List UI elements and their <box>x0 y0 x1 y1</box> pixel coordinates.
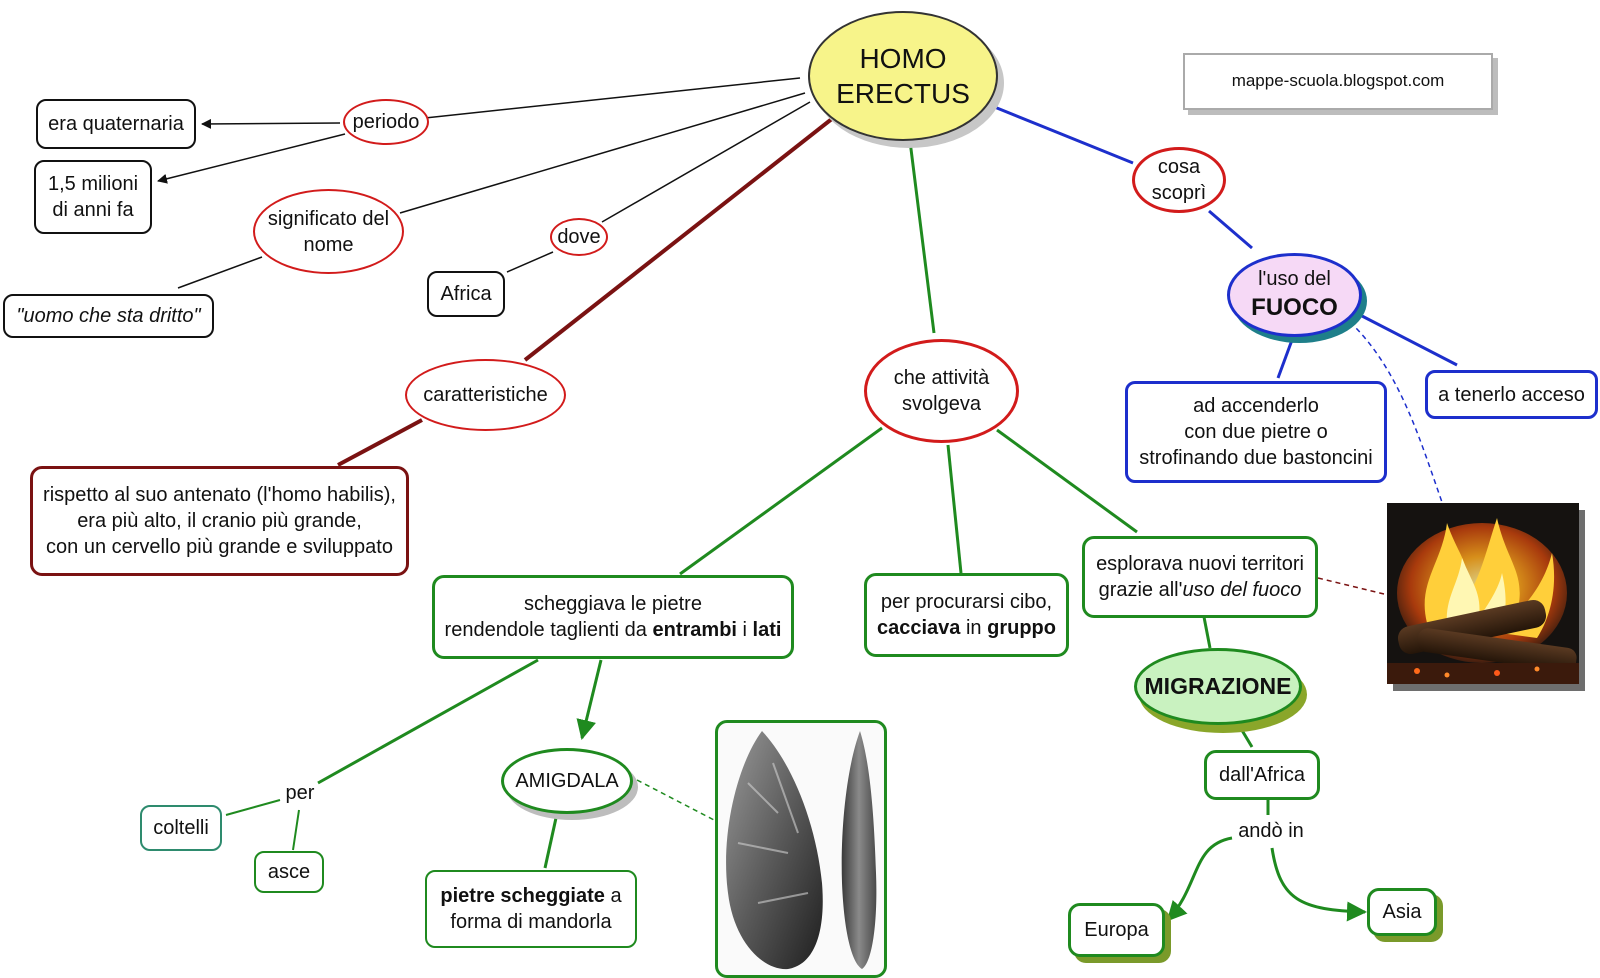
link-attivita-esplorava <box>996 428 1138 534</box>
link-fuoco-accenderlo <box>1276 339 1294 379</box>
fire-icon <box>1387 503 1579 684</box>
amigdala-photo <box>715 720 887 978</box>
fire-photo <box>1387 503 1579 684</box>
milioni-anni-node[interactable]: 1,5 milioni di anni fa <box>34 160 152 234</box>
link-title-periodo <box>424 77 801 119</box>
link-scheggiava-per <box>317 658 539 785</box>
link-title-cosa <box>991 104 1134 165</box>
scheggiava-node[interactable]: scheggiava le pietre rendendole taglient… <box>432 575 794 659</box>
handaxe-icon <box>726 731 877 970</box>
ando-label: andò in <box>1238 820 1304 842</box>
link-per-asce <box>292 809 300 851</box>
asia-node[interactable]: Asia <box>1367 888 1437 936</box>
link-fuoco-fire <box>1349 321 1444 506</box>
title-line2: ERECTUS <box>836 78 970 109</box>
link-amigdala-photo <box>636 779 715 821</box>
asce-node[interactable]: asce <box>254 851 324 893</box>
link-caratteristiche-rispetto <box>337 418 423 467</box>
link-title-significato <box>399 92 806 214</box>
title-node[interactable]: HOMO ERECTUS <box>808 11 998 141</box>
link-fuoco-tenerlo <box>1361 314 1458 367</box>
link-migrazione-dallafrica <box>1238 726 1254 748</box>
per-label: per <box>285 782 315 804</box>
title-line1: HOMO <box>859 43 947 74</box>
link-ando-europa <box>1166 836 1233 922</box>
migrazione-node[interactable]: MIGRAZIONE <box>1134 648 1302 725</box>
periodo-node[interactable]: periodo <box>343 99 429 145</box>
link-scheggiava-amigdala <box>576 659 603 740</box>
rispetto-node[interactable]: rispetto al suo antenato (l'homo habilis… <box>30 466 409 576</box>
fuoco-node[interactable]: l'uso del FUOCO <box>1227 253 1362 337</box>
link-title-attivita <box>907 132 936 334</box>
link-significato-uomo <box>177 256 263 289</box>
cibo-node[interactable]: per procurarsi cibo, cacciava in gruppo <box>864 573 1069 657</box>
dove-node[interactable]: dove <box>550 218 608 256</box>
coltelli-node[interactable]: coltelli <box>140 805 222 851</box>
link-periodo-milioni <box>157 133 346 184</box>
link-title-dove <box>601 101 811 223</box>
uomo-node[interactable]: "uomo che sta dritto" <box>3 294 214 338</box>
africa-node[interactable]: Africa <box>427 271 505 317</box>
link-ando-asia <box>1270 847 1367 922</box>
amigdala-node[interactable]: AMIGDALA <box>501 748 633 814</box>
link-esplorava-fire <box>1317 577 1385 595</box>
link-periodo-era <box>201 118 341 129</box>
link-cosa-fuoco <box>1208 209 1253 250</box>
caratteristiche-node[interactable]: caratteristiche <box>405 359 566 431</box>
accenderlo-node[interactable]: ad accenderlo con due pietre o strofinan… <box>1125 381 1387 483</box>
pietre-node[interactable]: pietre scheggiate a forma di mandorla <box>425 870 637 948</box>
link-attivita-cibo <box>946 444 963 574</box>
source-label: mappe-scuola.blogspot.com <box>1183 53 1493 110</box>
dallafrica-node[interactable]: dall'Africa <box>1204 750 1320 800</box>
cosa-scopri-node[interactable]: cosa scoprì <box>1132 147 1226 213</box>
esplorava-node[interactable]: esplorava nuovi territori grazie all'uso… <box>1082 536 1318 618</box>
link-amigdala-pietre <box>543 817 558 869</box>
link-esplorava-migrazione <box>1202 616 1212 649</box>
link-attivita-scheggiava <box>679 426 883 576</box>
significato-node[interactable]: significato del nome <box>253 189 404 274</box>
europa-node[interactable]: Europa <box>1068 903 1165 957</box>
link-per-coltelli <box>225 799 281 816</box>
era-quaternaria-node[interactable]: era quaternaria <box>36 99 196 149</box>
link-title-caratteristiche <box>523 116 835 362</box>
attivita-node[interactable]: che attività svolgeva <box>864 339 1019 443</box>
link-dove-africa <box>506 251 554 273</box>
tenerlo-node[interactable]: a tenerlo acceso <box>1425 370 1598 419</box>
